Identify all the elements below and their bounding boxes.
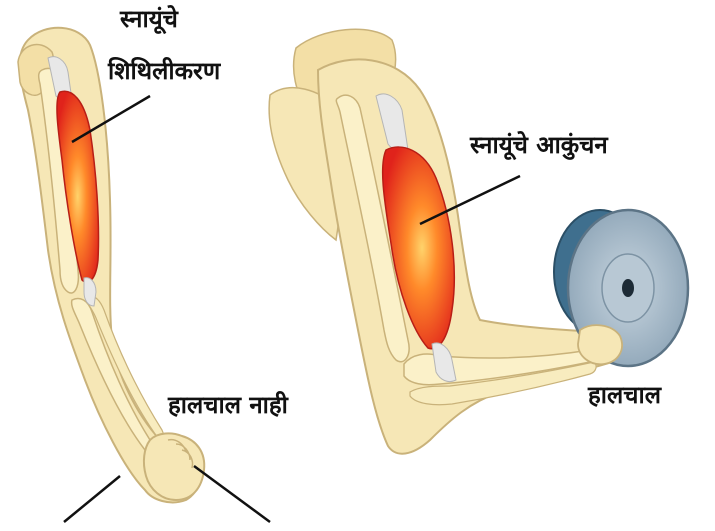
relaxed-arm bbox=[18, 28, 204, 503]
label-movement: हालचाल bbox=[588, 382, 661, 410]
dumbbell-plate-hole bbox=[622, 279, 634, 297]
label-no-movement: हालचाल नाही bbox=[168, 392, 288, 420]
label-muscle-relaxation-line2: शिथिलीकरण bbox=[108, 58, 220, 86]
label-muscle-relaxation-line1: स्नायूंचे bbox=[120, 6, 178, 34]
flexed-hand bbox=[578, 325, 622, 364]
leader-forearm bbox=[64, 476, 120, 522]
label-muscle-contraction: स्नायूंचे आकुंचन bbox=[470, 132, 608, 160]
leader-fist bbox=[194, 466, 270, 522]
